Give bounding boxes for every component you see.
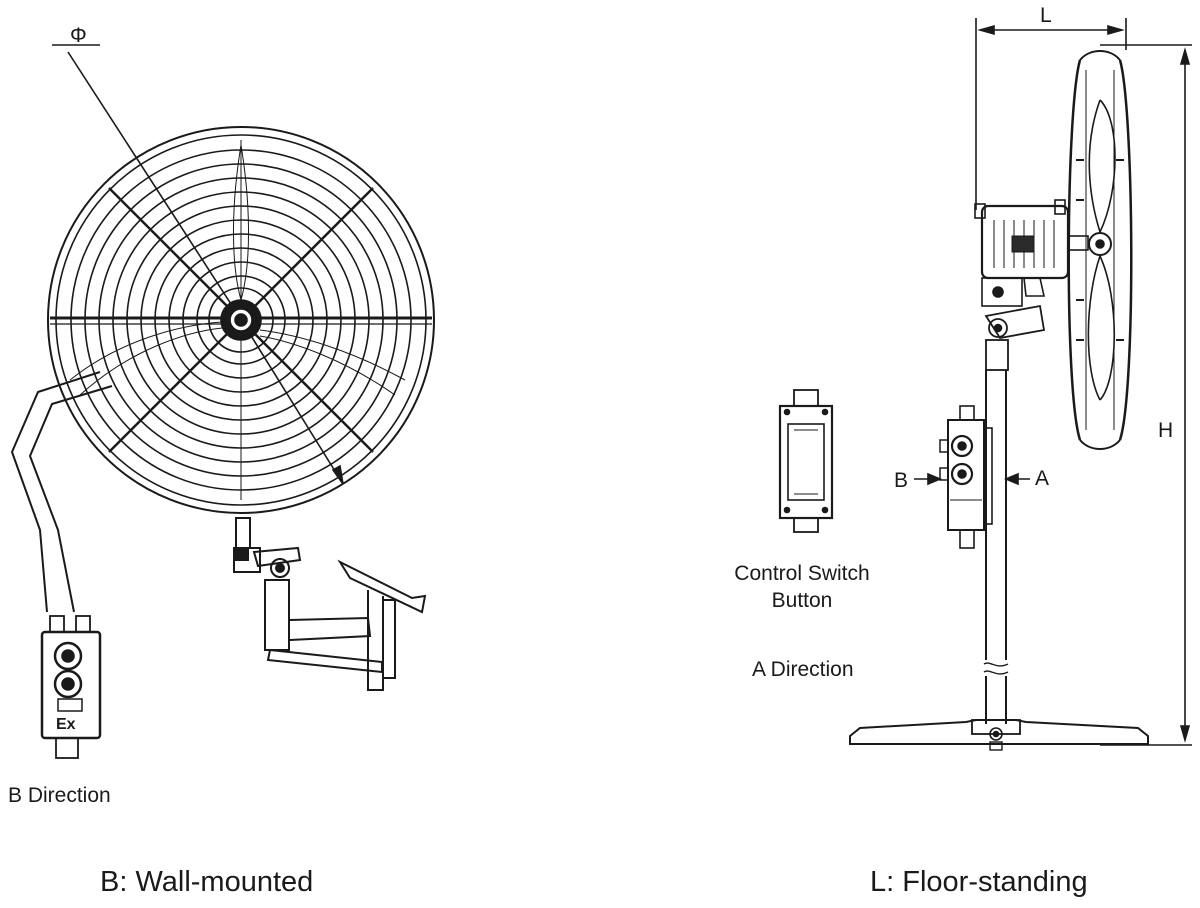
arrow-a-label: A — [1035, 467, 1050, 490]
wall-switch-box — [40, 615, 102, 759]
fan-hub — [220, 299, 262, 341]
stand-base — [849, 719, 1149, 751]
pole-switch-box — [939, 405, 993, 549]
switch-cable — [10, 371, 113, 613]
control-switch-label-line1: Control Switch — [734, 562, 870, 585]
diameter-symbol: Φ — [70, 24, 87, 47]
control-switch-label-line2: Button — [771, 589, 833, 612]
floor-standing-caption: L: Floor-standing — [870, 866, 1088, 898]
tilt-joint — [984, 304, 1046, 371]
arrow-b-label: B — [894, 469, 909, 492]
b-direction-label: B Direction — [8, 784, 111, 807]
dimension-h-label: H — [1158, 419, 1174, 442]
wall-mounted-caption: B: Wall-mounted — [100, 866, 314, 898]
control-switch-button — [778, 389, 834, 533]
direction-arrows — [914, 472, 1030, 486]
floor-standing-fan — [778, 18, 1192, 751]
a-direction-label: A Direction — [752, 658, 854, 681]
side-fan-blade — [1087, 99, 1116, 401]
fan-blades — [69, 144, 406, 396]
support-pole — [983, 370, 1009, 724]
motor-housing — [974, 199, 1089, 307]
wall-mounted-fan — [10, 44, 435, 759]
wall-bracket — [233, 517, 427, 691]
dimension-l-label: L — [1040, 4, 1052, 27]
switch-box-mark: Ex — [56, 716, 76, 733]
dimension-l-line — [975, 18, 1127, 210]
